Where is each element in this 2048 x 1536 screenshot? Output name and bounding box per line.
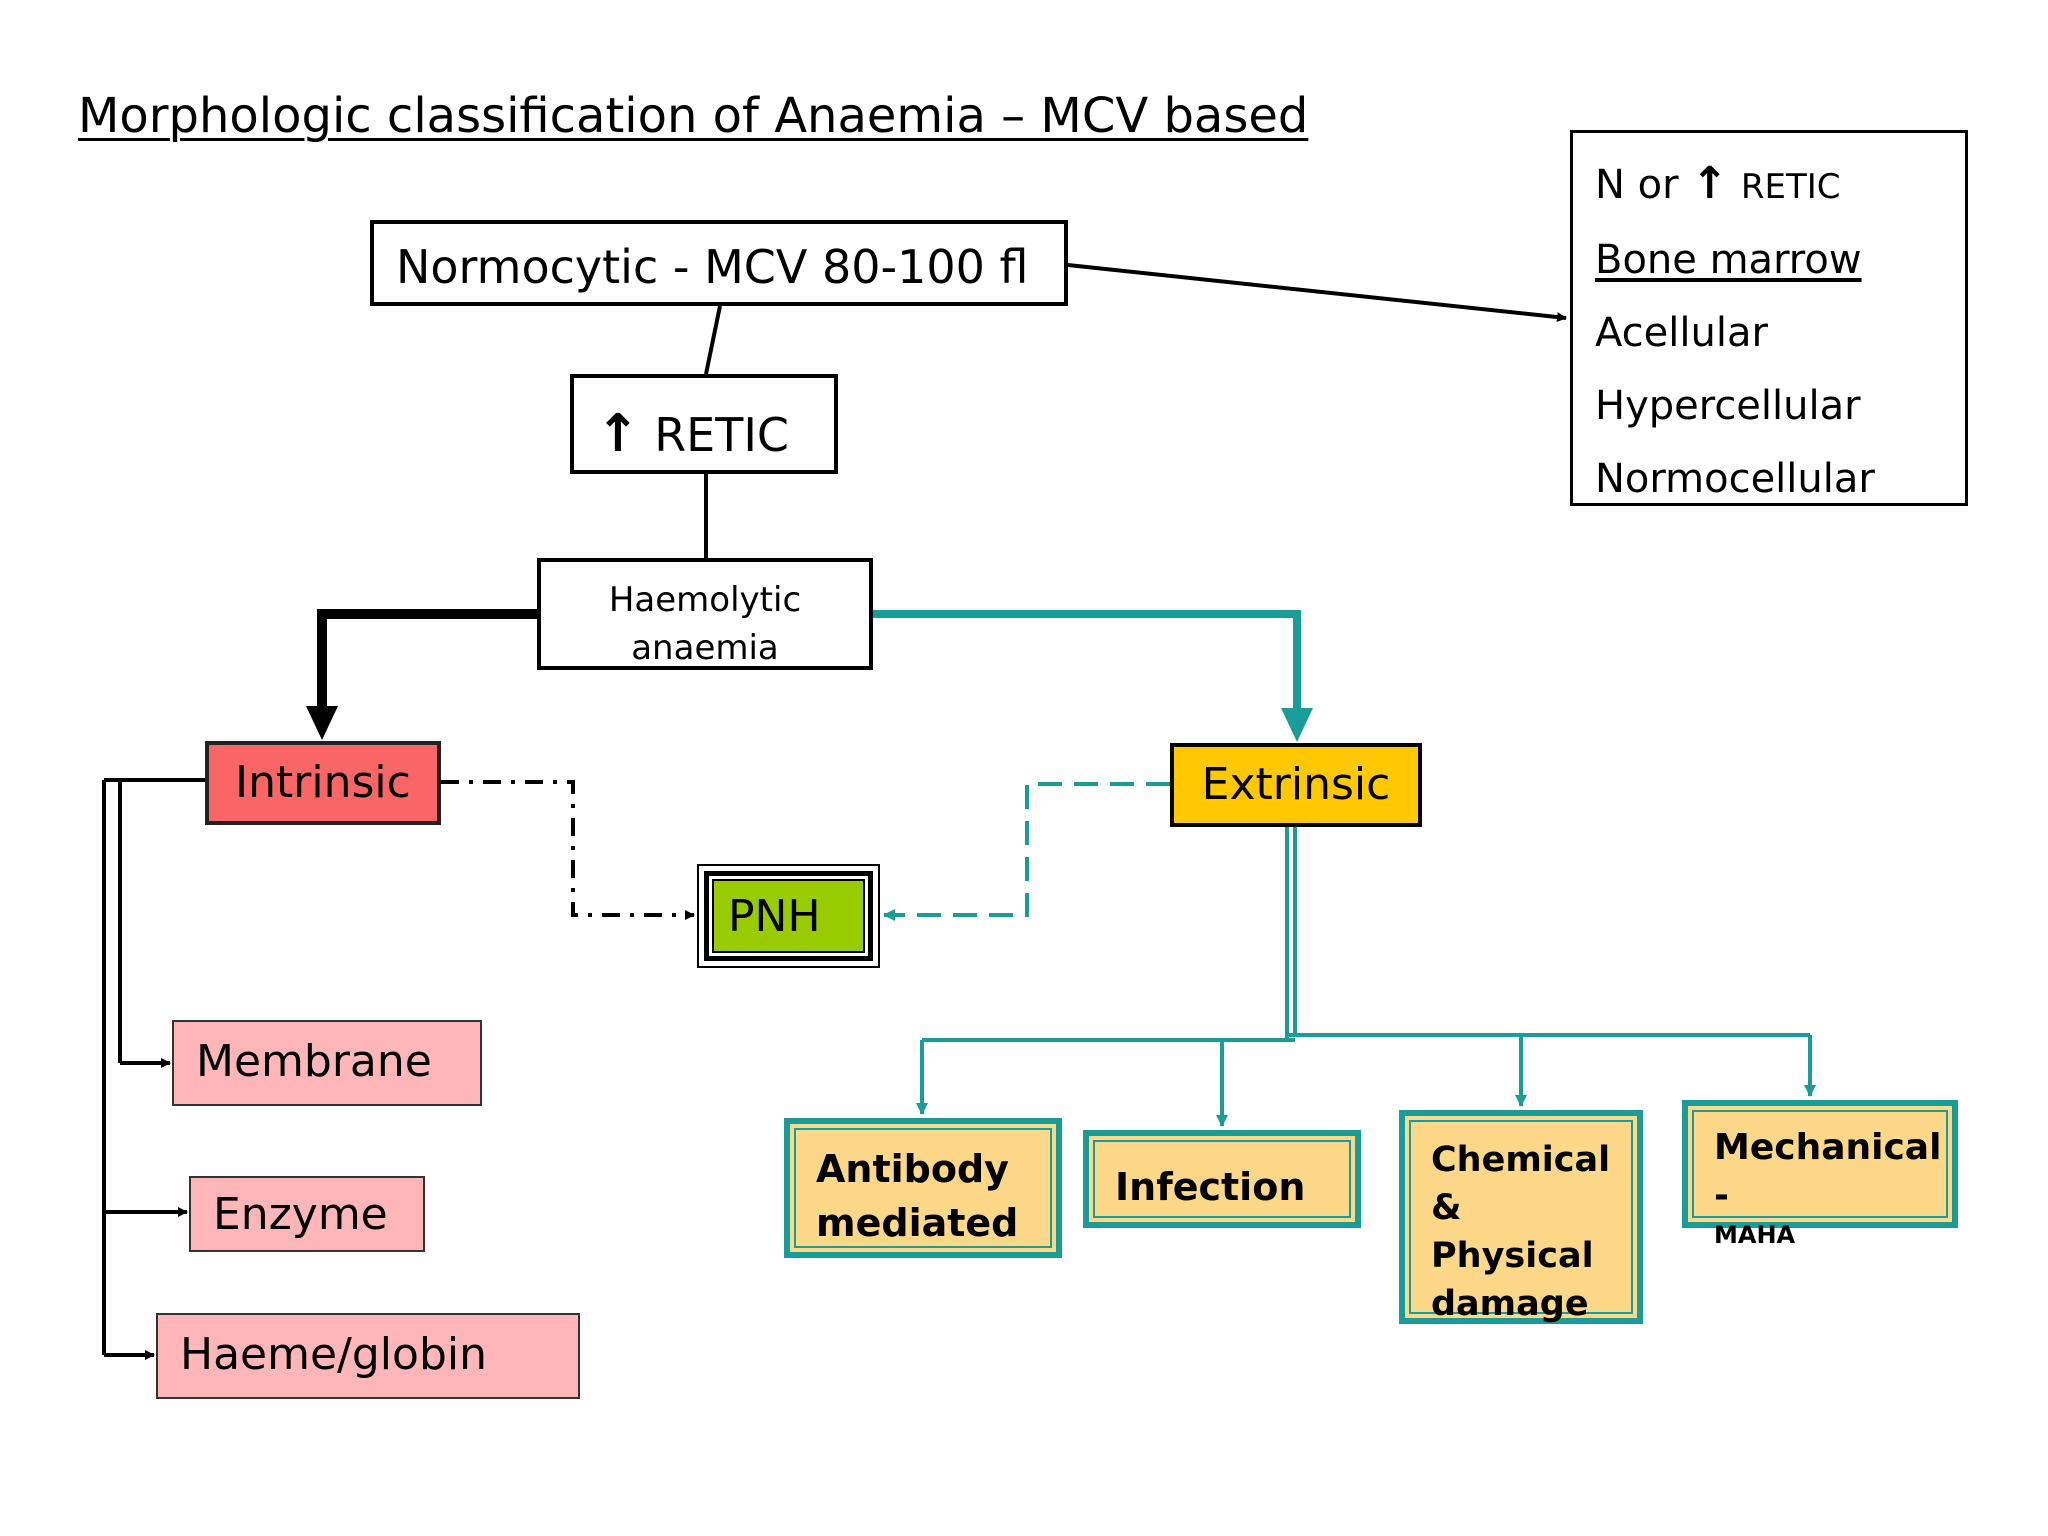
up-arrow-icon: ↑ [1691, 158, 1729, 209]
intrinsic-arrowhead [306, 706, 338, 740]
extrinsic-arrowhead [1281, 708, 1313, 742]
infection-node: Infection [1083, 1130, 1361, 1228]
chemical-physical-damage-node: Chemical & Physical damage [1399, 1110, 1643, 1324]
normocytic-to-bone-marrow-arrow [1067, 263, 1567, 323]
antibody-mediated-inner: Antibody mediated [794, 1128, 1052, 1248]
haeme-globin-node: Haeme/globin [156, 1313, 580, 1399]
chemical-inner: Chemical & Physical damage [1409, 1120, 1633, 1324]
normocytic-label: Normocytic - MCV 80-100 fl [396, 240, 1029, 294]
diagram-title: Morphologic classification of Anaemia – … [78, 88, 1309, 144]
bone-marrow-item: Acellular [1595, 310, 1768, 356]
haemolytic-line1: Haemolytic [608, 580, 802, 620]
bone-marrow-heading: Bone marrow [1595, 237, 1862, 283]
retic-line: N or ↑ RETIC [1595, 147, 1965, 224]
retic-node: ↑ RETIC [570, 374, 838, 474]
haemolytic-to-extrinsic-arrow [873, 610, 1301, 710]
pnh-label: PNH [712, 879, 865, 953]
haemolytic-line2: anaemia [631, 628, 779, 668]
bone-marrow-item: Hypercellular [1595, 383, 1861, 429]
extrinsic-to-pnh-arrow [883, 782, 1170, 921]
intrinsic-to-pnh-arrow [441, 780, 695, 920]
bone-marrow-box: N or ↑ RETIC Bone marrow Acellular Hyper… [1570, 130, 1968, 506]
retic-small-label: RETIC [1740, 167, 1841, 207]
infection-label: Infection [1093, 1140, 1351, 1218]
enzyme-node: Enzyme [189, 1176, 425, 1252]
haemolytic-to-intrinsic-arrow [317, 609, 537, 708]
antibody-mediated-node: Antibody mediated [784, 1118, 1062, 1258]
intrinsic-node: Intrinsic [205, 741, 441, 825]
normocytic-node: Normocytic - MCV 80-100 fl [370, 220, 1068, 306]
normocytic-to-retic-line [704, 305, 722, 375]
retic-label: RETIC [654, 408, 790, 462]
up-arrow-icon: ↑ [596, 404, 640, 464]
chemical-line2: Physical [1431, 1236, 1594, 1276]
antibody-line1: Antibody [816, 1147, 1009, 1191]
mechanical-inner: Mechanical - MAHA [1692, 1110, 1948, 1249]
mechanical-line2: MAHA [1714, 1221, 1796, 1249]
extrinsic-node: Extrinsic [1170, 743, 1422, 827]
chemical-line3: damage [1431, 1284, 1589, 1324]
mechanical-maha-node: Mechanical - MAHA [1682, 1100, 1958, 1249]
haemolytic-node: Haemolytic anaemia [537, 558, 873, 670]
retic-prefix: N or [1595, 162, 1679, 208]
membrane-node: Membrane [172, 1020, 482, 1106]
bone-marrow-item: Normocellular [1595, 456, 1875, 502]
chemical-line1: Chemical & [1431, 1140, 1611, 1228]
pnh-node: PNH [697, 864, 880, 968]
mechanical-line1: Mechanical - [1714, 1127, 1942, 1216]
pnh-frame: PNH [704, 871, 873, 961]
antibody-line2: mediated [816, 1201, 1019, 1245]
